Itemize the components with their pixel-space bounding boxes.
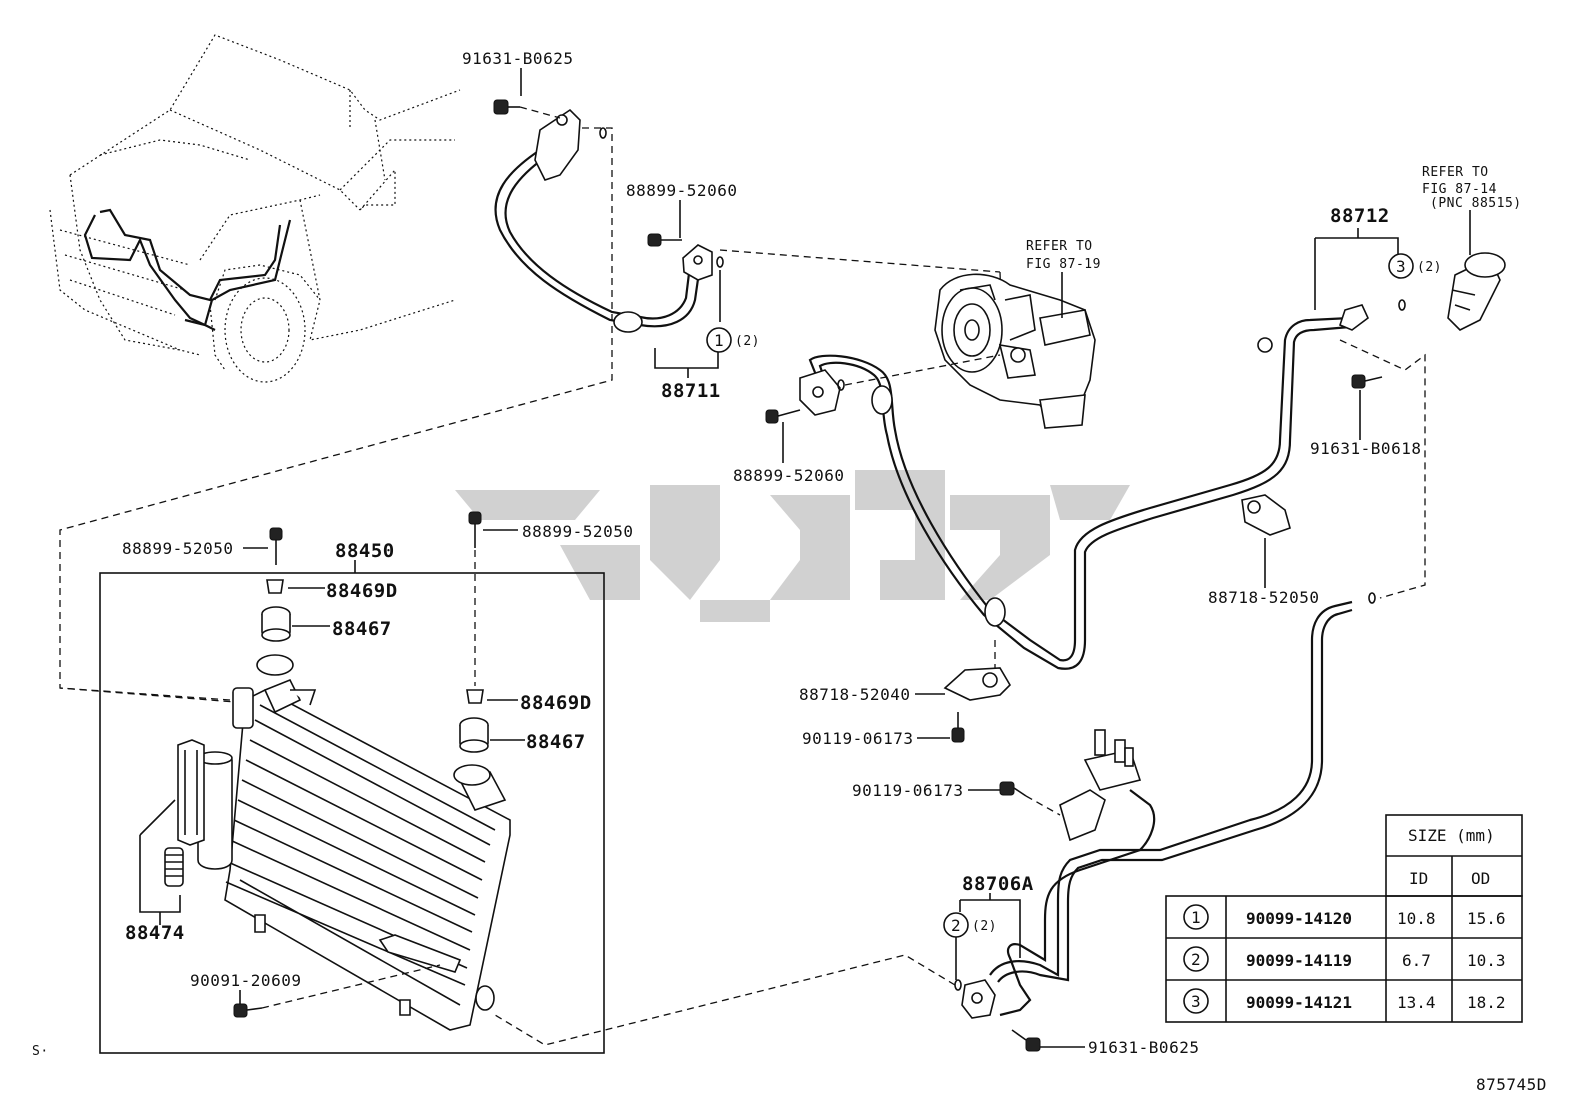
table-od-header: OD	[1471, 869, 1490, 888]
oring-ref-3-qty: (2)	[1417, 260, 1442, 275]
receiver-parts-88474	[164, 739, 205, 887]
table-row-part: 90099-14121	[1246, 993, 1352, 1012]
bracket-88718-52040	[943, 667, 1012, 701]
oring-size-table: SIZE (mm) ID OD 1 90099-14120 10.8 15.6 …	[1165, 814, 1523, 1023]
compressor	[934, 273, 1096, 429]
bolt-90119-06173-b	[999, 781, 1027, 797]
label-refer-compressor-2: FIG 87-19	[1026, 257, 1101, 272]
oring-ref-2: 2 (2)	[951, 916, 997, 935]
table-row-id: 10.8	[1397, 909, 1436, 928]
label-88712: 88712	[1330, 205, 1390, 227]
oring-ref-3: 3 (2)	[1396, 257, 1442, 276]
bolt-90119-06173-a	[951, 712, 965, 743]
figure-code: 875745D	[1476, 1075, 1547, 1094]
grommet-88469d-right	[466, 689, 484, 704]
label-90119-06173-b: 90119-06173	[852, 781, 963, 800]
label-88711: 88711	[661, 380, 721, 402]
label-88718-52050: 88718-52050	[1208, 588, 1319, 607]
bolt-91631-b0625-top	[493, 99, 520, 115]
bolt-88899-52060-top	[647, 233, 682, 247]
table-id-header: ID	[1409, 869, 1428, 888]
label-88469d-top: 88469D	[326, 580, 398, 602]
pressure-block	[1059, 729, 1142, 842]
bolt-90091-20609	[233, 990, 263, 1018]
label-90091-20609: 90091-20609	[190, 971, 301, 990]
liquid-tube-88706a[interactable]	[954, 600, 1353, 1019]
table-row-od: 15.6	[1467, 909, 1506, 928]
table-row-ref: 1	[1191, 908, 1201, 927]
suction-hose[interactable]	[799, 304, 1369, 670]
label-90119-06173-a: 90119-06173	[802, 729, 913, 748]
discharge-hose-88711[interactable]	[494, 108, 713, 333]
label-91631-b0625-top: 91631-B0625	[462, 49, 573, 68]
label-88718-52040: 88718-52040	[799, 685, 910, 704]
vehicle-outline	[49, 34, 461, 383]
liquid-pipe-88712[interactable]	[1388, 253, 1414, 311]
bracket-88718-52050	[1241, 494, 1291, 536]
label-refer-sensor-2: FIG 87-14	[1422, 182, 1497, 197]
label-88467-top: 88467	[332, 618, 392, 640]
label-91631-b0625-bottom: 91631-B0625	[1088, 1038, 1199, 1057]
table-size-header: SIZE (mm)	[1408, 826, 1495, 845]
label-88899-52060-top: 88899-52060	[626, 181, 737, 200]
label-refer-sensor-1: REFER TO	[1422, 165, 1489, 180]
oring-ref-3-number: 3	[1396, 257, 1406, 276]
label-refer-compressor-1: REFER TO	[1026, 239, 1093, 254]
condenser[interactable]	[197, 654, 511, 1031]
label-88467-right: 88467	[526, 731, 586, 753]
cushion-88467-top	[261, 606, 291, 642]
oring-ref-2-number: 2	[951, 916, 961, 935]
corner-mark: S·	[32, 1044, 49, 1059]
watermark-logo	[455, 470, 1130, 622]
table-row-part: 90099-14119	[1246, 951, 1352, 970]
oring-ref-1-number: 1	[714, 331, 724, 350]
label-88450: 88450	[335, 540, 395, 562]
bolt-88899-52050-left	[243, 527, 283, 565]
bolt-91631-b0625-bottom	[1011, 1029, 1041, 1052]
table-row: 3 90099-14121 13.4 18.2	[1183, 988, 1506, 1014]
bolt-91631-b0618	[1351, 374, 1383, 389]
oring-ref-1-qty: (2)	[735, 334, 760, 349]
table-row-od: 10.3	[1467, 951, 1506, 970]
table-row-id: 6.7	[1402, 951, 1431, 970]
condenser-box	[99, 572, 605, 1054]
table-row: 1 90099-14120 10.8 15.6	[1183, 904, 1506, 930]
table-row-od: 18.2	[1467, 993, 1506, 1012]
label-88899-52060-mid: 88899-52060	[733, 466, 844, 485]
cushion-88467-right	[459, 717, 489, 753]
table-row: 2 90099-14119 6.7 10.3	[1183, 946, 1506, 972]
label-91631-b0618: 91631-B0618	[1310, 439, 1421, 458]
table-row-part: 90099-14120	[1246, 909, 1352, 928]
label-88899-52050-center: 88899-52050	[522, 522, 633, 541]
grommet-88469d-top	[266, 579, 284, 594]
label-88469d-right: 88469D	[520, 692, 592, 714]
oring-ref-2-qty: (2)	[972, 919, 997, 934]
bolt-88899-52050-center	[468, 511, 518, 548]
table-row-ref: 3	[1191, 992, 1201, 1011]
table-row-id: 13.4	[1397, 993, 1436, 1012]
label-88899-52050-left: 88899-52050	[122, 539, 233, 558]
label-refer-sensor-3: (PNC 88515)	[1430, 196, 1522, 211]
table-row-ref: 2	[1191, 950, 1201, 969]
label-88474: 88474	[125, 922, 185, 944]
pressure-sensor	[1447, 252, 1506, 331]
label-88706a: 88706A	[962, 873, 1034, 895]
bolt-88899-52060-mid	[765, 409, 801, 424]
oring-ref-1: 1 (2)	[706, 327, 760, 353]
